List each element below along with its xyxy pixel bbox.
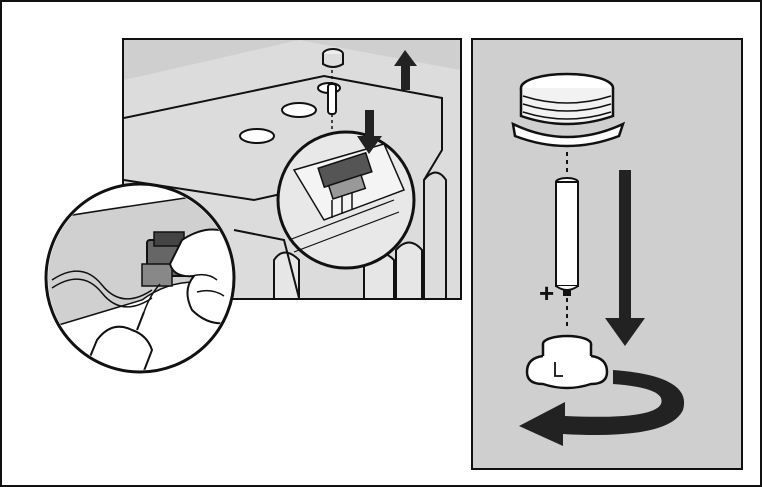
screw-cap xyxy=(511,72,626,148)
lid-hole xyxy=(281,102,317,118)
battery-cell xyxy=(555,177,579,296)
compartment-magnifier xyxy=(276,130,416,270)
arrow-down-icon xyxy=(605,170,645,346)
arrow-up-icon xyxy=(394,50,417,90)
lid-hole xyxy=(239,128,275,144)
arrow-down-icon xyxy=(357,110,382,154)
lid-pin xyxy=(327,83,337,115)
battery-illustration: + xyxy=(511,72,685,446)
battery-panel: + xyxy=(471,38,743,470)
hands-zoom-inset xyxy=(44,182,236,374)
battery-holder xyxy=(525,334,609,390)
rotate-arrow-icon xyxy=(519,370,685,446)
polarity-plus-label: + xyxy=(539,278,554,308)
cap-knob xyxy=(322,48,344,68)
